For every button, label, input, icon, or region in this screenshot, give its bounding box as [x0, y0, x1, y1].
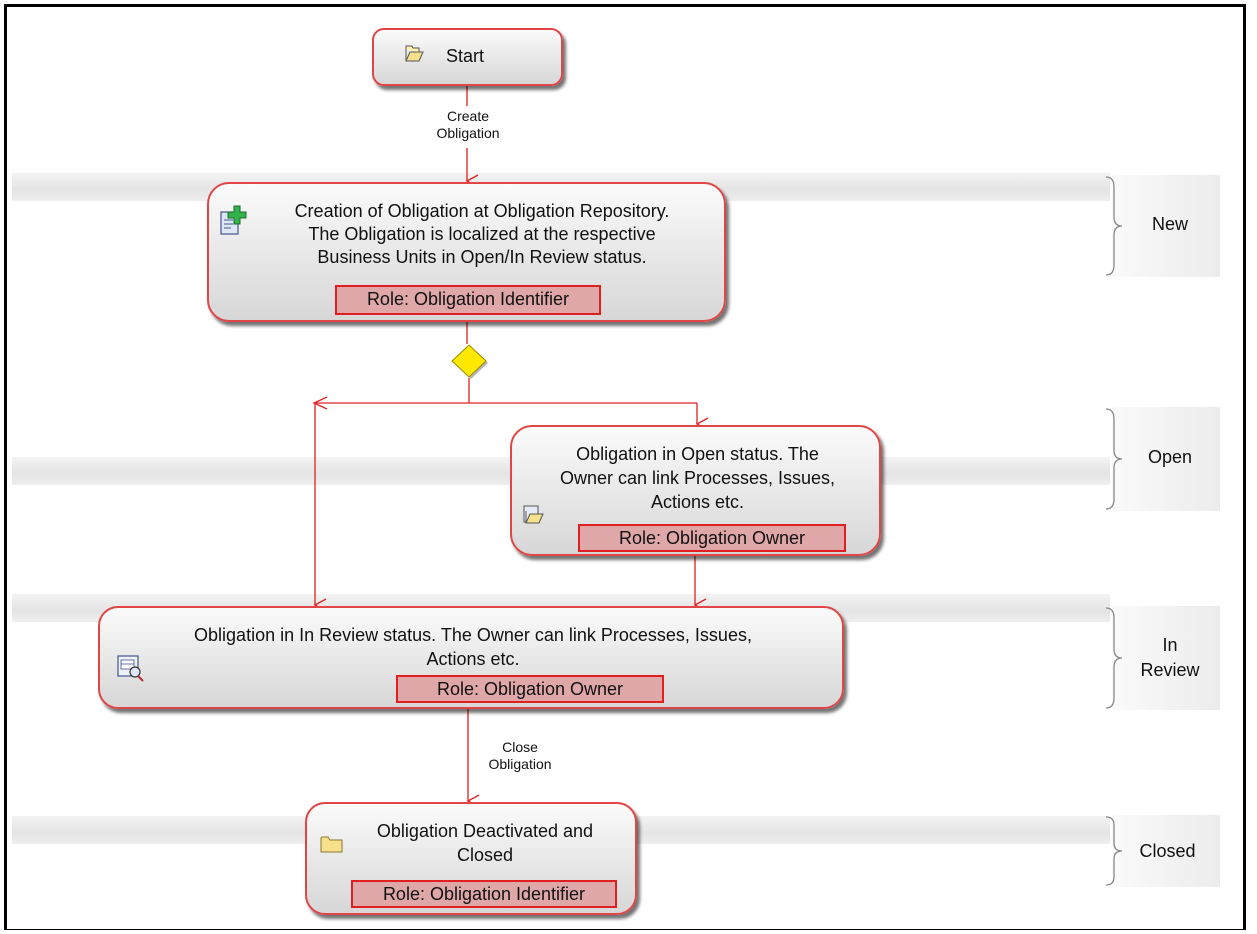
edge-label-close-obligation: Close Obligation — [472, 739, 568, 773]
role-obligation-identifier: Role: Obligation Identifier — [351, 880, 617, 908]
node-open-line3: Actions etc. — [650, 492, 745, 512]
stage-label-closed: Closed — [1139, 841, 1196, 861]
node-in-review[interactable]: Obligation in In Review status. The Owne… — [98, 606, 844, 709]
node-creation-line1: Creation of Obligation at Obligation Rep… — [294, 201, 670, 221]
stage-label-open: Open — [1147, 447, 1193, 467]
stage-label-in-review-line1: In — [1162, 635, 1178, 655]
node-creation-line2: The Obligation is localized at the respe… — [308, 224, 656, 244]
edge-gateway-left-arrowhead — [312, 396, 328, 410]
stage-brace-open — [1105, 408, 1123, 510]
role-obligation-owner: Role: Obligation Owner — [396, 675, 664, 703]
node-in-review-line1: Obligation in In Review status. The Owne… — [194, 625, 752, 645]
edge-label-create-line2: Obligation — [436, 125, 500, 141]
edge-label-create-line1: Create — [446, 108, 490, 124]
stage-label-in-review-line2: Review — [1140, 660, 1200, 680]
node-closed[interactable]: Obligation Deactivated and Closed Role: … — [305, 802, 637, 915]
node-open-line2: Owner can link Processes, Issues, — [559, 468, 836, 488]
node-creation[interactable]: Creation of Obligation at Obligation Rep… — [207, 182, 726, 322]
edge-label-close-line1: Close — [502, 739, 538, 755]
node-open-line1: Obligation in Open status. The — [576, 444, 819, 464]
folder-open-icon — [523, 505, 544, 524]
decision-diamond — [451, 344, 488, 379]
node-open-status[interactable]: Obligation in Open status. The Owner can… — [510, 425, 881, 556]
edge-label-create-obligation: Create Obligation — [412, 108, 524, 142]
diagram-frame — [4, 4, 1246, 930]
node-in-review-line2: Actions etc. — [426, 649, 520, 669]
review-document-icon — [117, 655, 144, 682]
stage-band-in-review-right — [1112, 606, 1220, 710]
node-creation-line3: Business Units in Open/In Review status. — [317, 247, 647, 267]
stage-brace-closed — [1105, 816, 1123, 886]
add-document-icon — [220, 205, 247, 235]
edge-label-close-line2: Obligation — [488, 756, 552, 772]
stage-label-new: New — [1151, 214, 1188, 234]
node-closed-line2: Closed — [456, 845, 514, 865]
role-obligation-owner: Role: Obligation Owner — [578, 524, 846, 552]
folder-icon — [320, 836, 343, 853]
stage-band-open-right — [1112, 407, 1220, 511]
node-closed-line1: Obligation Deactivated and — [376, 821, 594, 841]
node-start-label: Start — [446, 46, 485, 66]
node-start[interactable]: Start — [372, 28, 563, 86]
stage-band-closed-right — [1112, 815, 1220, 887]
folder-open-icon — [405, 45, 424, 62]
stage-label-in-review: In Review — [1125, 633, 1215, 683]
stage-band-new-right — [1112, 175, 1220, 277]
stage-brace-in-review — [1105, 607, 1123, 709]
role-obligation-identifier: Role: Obligation Identifier — [335, 285, 601, 315]
stage-brace-new — [1105, 176, 1123, 276]
